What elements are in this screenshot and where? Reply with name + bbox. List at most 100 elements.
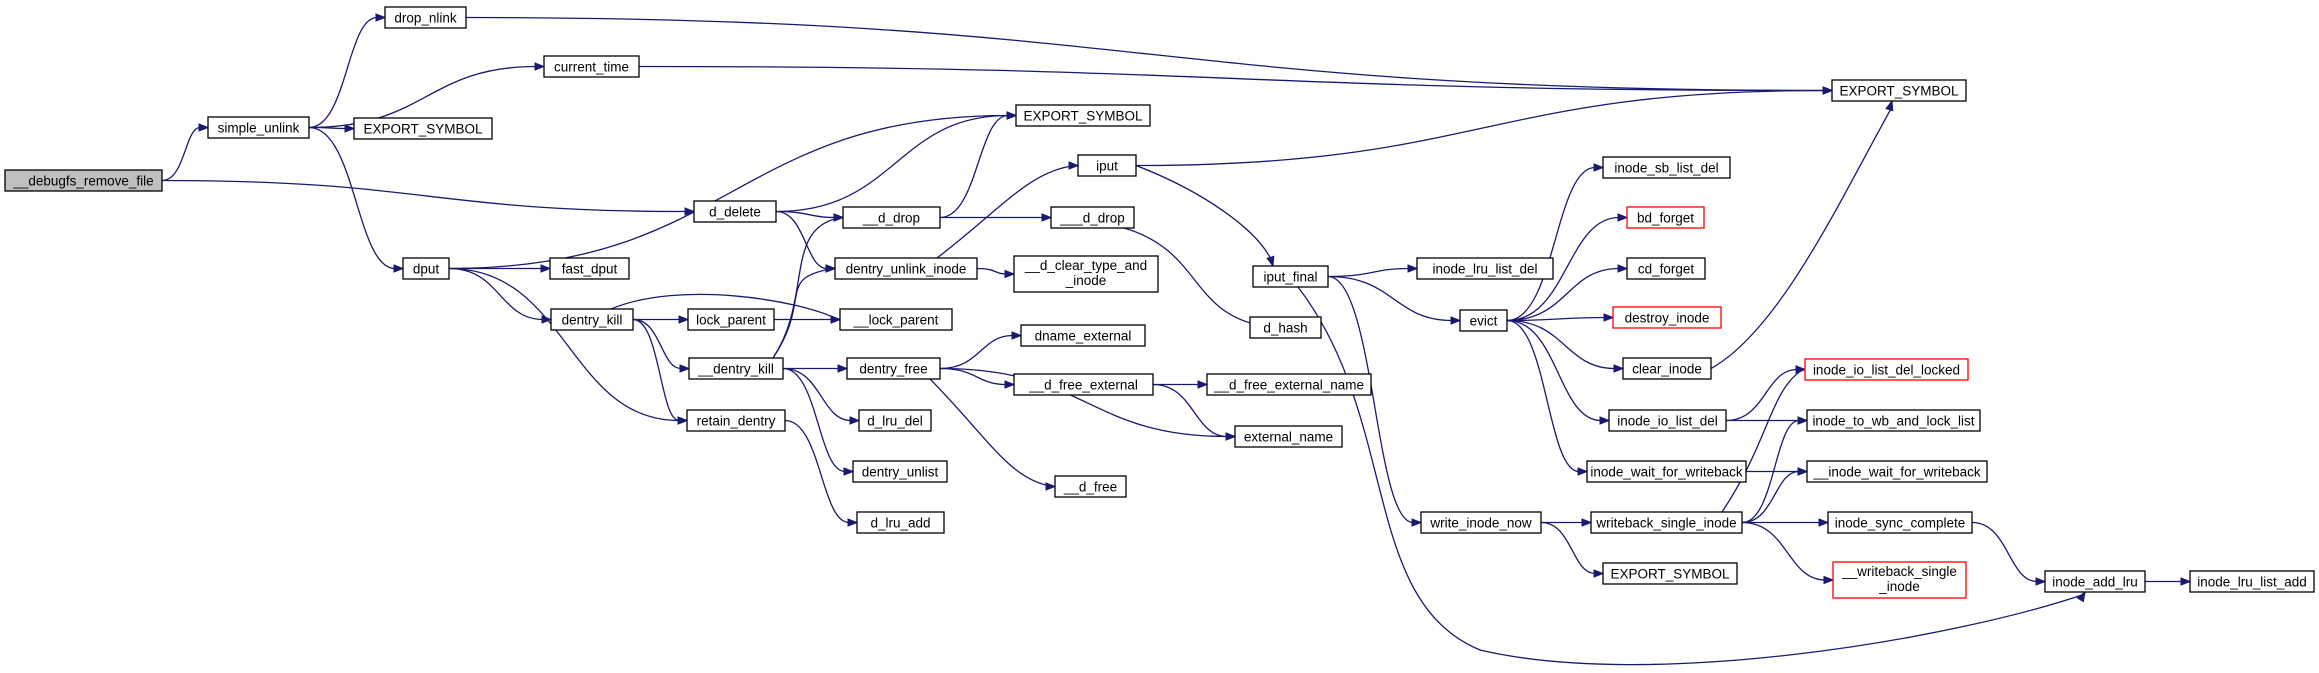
arrowhead — [1822, 86, 1834, 95]
edge-line — [308, 126, 396, 270]
function-node-inode-to-wb-and-lock-list[interactable]: inode_to_wb_and_lock_list — [1806, 409, 1981, 432]
call-edge — [929, 378, 1057, 491]
call-edge — [782, 367, 855, 476]
arrowhead — [1795, 365, 1807, 374]
function-node-inode-sb-list-del[interactable]: inode_sb_list_del — [1602, 156, 1731, 179]
edge-line — [1540, 521, 1596, 575]
call-edge — [1152, 380, 1209, 389]
function-node-simple-unlink[interactable]: simple_unlink — [207, 116, 310, 139]
edge-line — [1152, 383, 1228, 438]
arrowhead — [2180, 577, 2192, 586]
function-node-drop-nlink[interactable]: drop_nlink — [384, 6, 467, 29]
function-node-dentry-kill-internal[interactable]: __dentry_kill — [688, 357, 784, 380]
edge-line — [1741, 419, 1800, 524]
function-node-d-hash[interactable]: d_hash — [1249, 316, 1322, 339]
function-node-d-drop-internal[interactable]: __d_drop — [842, 206, 941, 229]
edge-line — [308, 65, 537, 129]
node-box — [1013, 255, 1159, 293]
function-node-dentry-kill[interactable]: dentry_kill — [550, 308, 634, 331]
function-node-export-symbol-3[interactable]: EXPORT_SYMBOL — [1015, 104, 1151, 127]
function-node-export-symbol-1[interactable]: EXPORT_SYMBOL — [1831, 79, 1967, 102]
function-node-cd-forget[interactable]: cd_forget — [1626, 257, 1706, 280]
function-node-export-symbol-2[interactable]: EXPORT_SYMBOL — [353, 117, 493, 140]
node-box — [858, 409, 932, 432]
function-node-debugfs-remove-file[interactable]: __debugfs_remove_file — [4, 169, 163, 192]
call-edge — [939, 331, 1023, 370]
function-node-external-name[interactable]: external_name — [1234, 425, 1343, 448]
function-node-fast-dput[interactable]: fast_dput — [549, 257, 630, 280]
function-node-writeback-single-inode[interactable]: writeback_single_inode — [1590, 511, 1743, 534]
call-edge — [448, 111, 1018, 270]
function-node-d-free-external-name[interactable]: __d_free_external_name — [1206, 373, 1372, 396]
function-node-d-lru-del[interactable]: d_lru_del — [858, 409, 932, 432]
function-node-inode-lru-list-add[interactable]: inode_lru_list_add — [2189, 570, 2315, 593]
function-node-evict[interactable]: evict — [1459, 309, 1508, 332]
call-edge — [976, 267, 1016, 279]
node-box — [1420, 511, 1542, 534]
node-label: __dentry_kill — [697, 362, 774, 377]
function-node-d-clear-type-and-inode[interactable]: __d_clear_type_and_inode — [1013, 255, 1159, 293]
function-node-write-inode-now[interactable]: write_inode_now — [1420, 511, 1542, 534]
function-node-inode-io-list-del[interactable]: inode_io_list_del — [1608, 409, 1727, 432]
node-box — [353, 117, 493, 140]
edge-line — [1506, 166, 1596, 322]
call-edge — [1506, 319, 1611, 425]
function-node-d-drop-deep[interactable]: ___d_drop — [1050, 206, 1135, 229]
call-edge — [1506, 319, 1589, 476]
node-box — [1626, 257, 1706, 280]
function-node-dentry-unlist[interactable]: dentry_unlist — [852, 460, 948, 483]
function-node-d-free-external[interactable]: __d_free_external — [1013, 373, 1154, 396]
node-box — [686, 409, 786, 432]
function-node-destroy-inode[interactable]: destroy_inode — [1612, 306, 1722, 329]
node-label: cd_forget — [1638, 262, 1695, 277]
call-edges — [161, 13, 2192, 666]
edge-line — [939, 367, 1007, 386]
function-node-iput[interactable]: iput — [1077, 154, 1137, 177]
arrowhead — [1885, 99, 1894, 112]
arrowhead — [679, 364, 691, 373]
function-node-inode-io-list-del-locked[interactable]: inode_io_list_del_locked — [1804, 358, 1969, 381]
function-node-inode-add-lru[interactable]: inode_add_lru — [2044, 570, 2146, 593]
function-node-export-symbol-4[interactable]: EXPORT_SYMBOL — [1602, 562, 1738, 585]
function-node-dentry-free[interactable]: dentry_free — [846, 357, 941, 380]
function-node-inode-lru-list-del[interactable]: inode_lru_list_del — [1416, 257, 1554, 280]
call-edge — [1327, 264, 1419, 278]
function-node-inode-sync-complete[interactable]: inode_sync_complete — [1827, 511, 1973, 534]
arrowhead — [1617, 213, 1629, 222]
function-node-bd-forget[interactable]: bd_forget — [1626, 206, 1705, 229]
function-node-iput-final[interactable]: iput_final — [1252, 265, 1329, 288]
function-node-d-lru-add[interactable]: d_lru_add — [856, 511, 945, 534]
node-label: drop_nlink — [394, 11, 457, 26]
call-edge — [465, 16, 1834, 95]
function-node-dput[interactable]: dput — [402, 257, 450, 280]
call-edge — [448, 267, 553, 324]
arrowhead — [1613, 364, 1625, 373]
arrowhead — [1603, 313, 1615, 322]
node-box — [1054, 475, 1127, 498]
node-label: _inode — [1878, 579, 1920, 594]
call-edge — [632, 318, 691, 373]
edge-line — [782, 367, 852, 422]
call-edge — [939, 111, 1018, 219]
call-edge — [1506, 163, 1605, 322]
arrowhead — [1797, 467, 1809, 476]
function-node-dname-external[interactable]: dname_external — [1020, 324, 1146, 347]
edge-line — [1135, 89, 1825, 167]
function-node-d-free[interactable]: __d_free — [1054, 475, 1127, 498]
function-node-inode-wait-for-writeback-internal[interactable]: __inode_wait_for_writeback — [1806, 460, 1988, 483]
function-node-retain-dentry[interactable]: retain_dentry — [686, 409, 786, 432]
function-node-current-time[interactable]: current_time — [543, 55, 640, 78]
node-label: __d_clear_type_and — [1024, 258, 1147, 273]
function-node-dentry-unlink-inode[interactable]: dentry_unlink_inode — [834, 257, 978, 280]
function-node-inode-wait-for-writeback[interactable]: inode_wait_for_writeback — [1586, 460, 1747, 483]
function-node-writeback-single-inode-internal[interactable]: __writeback_single_inode — [1832, 561, 1967, 599]
function-node-d-delete[interactable]: d_delete — [693, 200, 777, 223]
node-label: d_lru_add — [870, 516, 930, 531]
function-node-clear-inode[interactable]: clear_inode — [1622, 357, 1712, 380]
edge-line — [772, 216, 842, 359]
function-node-lock-parent[interactable]: lock_parent — [687, 308, 775, 331]
call-edge — [939, 367, 1016, 389]
function-node-lock-parent-internal[interactable]: __lock_parent — [839, 308, 953, 331]
edge-line — [448, 114, 1009, 270]
arrowhead — [198, 123, 210, 132]
